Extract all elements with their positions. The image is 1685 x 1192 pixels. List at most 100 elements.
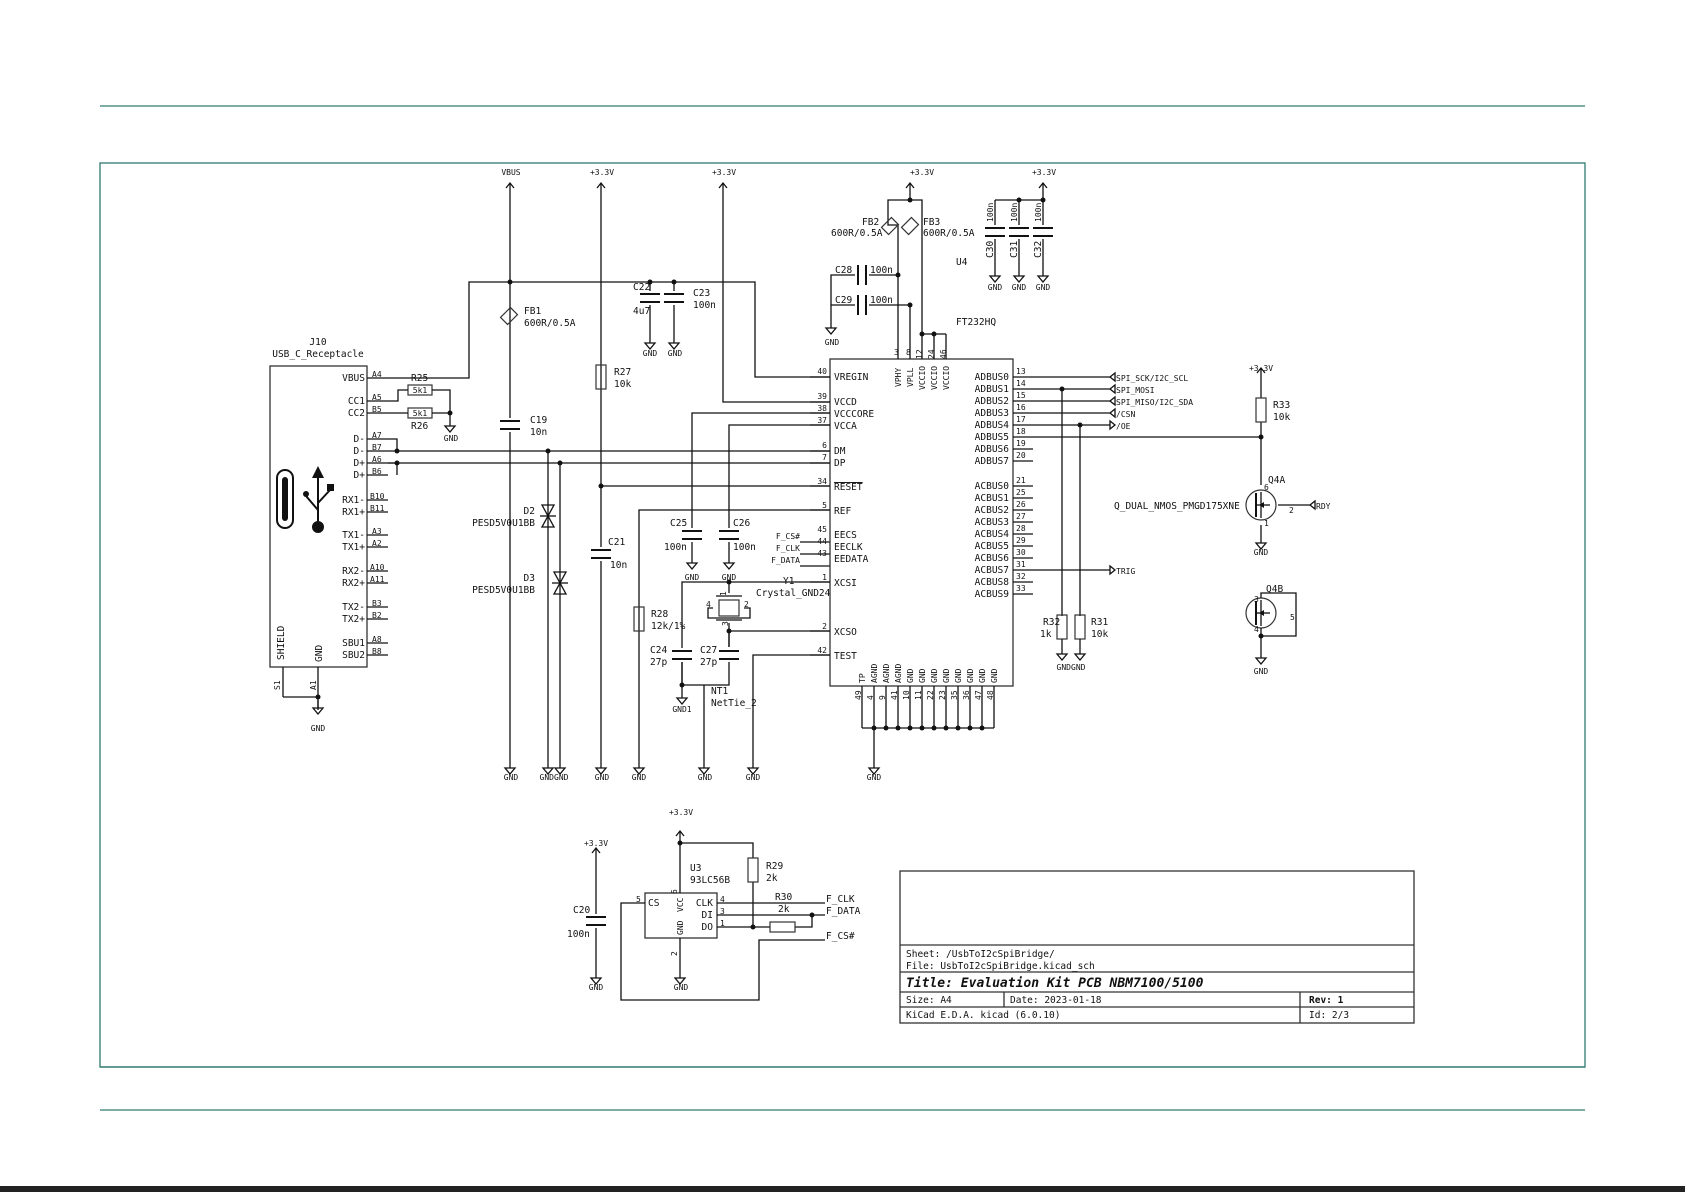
j10-pin-name: TX2- (342, 602, 365, 613)
u3-pin-number: 4 (720, 895, 725, 904)
u4-pin-number: 34 (817, 477, 827, 486)
net-f-cs: F_CS# (776, 532, 800, 541)
u3-pin-name: CS (648, 898, 660, 909)
gnd-label: GND (504, 773, 519, 782)
j10-pin-name: SBU1 (342, 638, 365, 649)
u4-pin-number: 17 (1016, 415, 1026, 424)
u4-pin-name: ACBUS6 (975, 553, 1010, 564)
nt1-value: NetTie_2 (711, 698, 757, 709)
net-rdy: RDY (1316, 502, 1331, 511)
u4-pin-number: 47 (974, 690, 983, 700)
u4-pin-number: 43 (817, 549, 827, 558)
r32-ref: R32 (1043, 617, 1060, 628)
y1-pin: 4 (706, 600, 711, 609)
u3-pin-number: 2 (670, 951, 679, 956)
u3-pin-number: 1 (720, 919, 725, 928)
u4-pin-number: 36 (962, 690, 971, 700)
gnd-label: GND (722, 573, 737, 582)
j10-pin-number: A8 (372, 635, 382, 644)
u4-pin-number: 8 (906, 348, 911, 357)
net-f-data: F_DATA (826, 906, 861, 917)
v33-label: +3.3V (910, 168, 934, 177)
u4-pin-number: 16 (1016, 403, 1026, 412)
u4-pin-name: ACBUS5 (975, 541, 1009, 552)
j10-pin-number: B3 (372, 599, 382, 608)
fb3-value: 600R/0.5A (923, 228, 975, 239)
capacitor-c25: C25 100n (664, 518, 704, 553)
u4-pin-name: ADBUS4 (975, 420, 1010, 431)
y1-pin: 2 (744, 600, 749, 609)
v33-label: +3.3V (584, 839, 608, 848)
u4-pin-name: XCSO (834, 627, 857, 638)
gnd-label: GND (595, 773, 610, 782)
resistor-r33: R33 10k (1255, 397, 1290, 423)
u4-pin-name: ADBUS5 (975, 432, 1009, 443)
u4-pin-name: ADBUS1 (975, 384, 1010, 395)
u4-pin-name: ACBUS8 (975, 577, 1010, 588)
fb1-value: 600R/0.5A (524, 318, 576, 329)
r26-value: 5k1 (413, 409, 428, 418)
ic-u4-ft232hq: FT232HQ U4 VREGIN VCCD VCCCORE VCCA DM D… (817, 257, 1025, 700)
c28-ref: C28 (835, 265, 852, 276)
c25-value: 100n (664, 542, 687, 553)
r28-ref: R28 (651, 609, 668, 620)
u4-pin-number: 28 (1016, 524, 1026, 533)
u4-pin-number: 40 (817, 367, 827, 376)
net-f-clk: F_CLK (826, 894, 855, 905)
resistor-r32: R32 1k (1040, 614, 1068, 640)
u4-pin-name: AGND (894, 664, 903, 683)
q4b-ref: Q4B (1266, 584, 1283, 595)
title-block-size: Size: A4 (906, 995, 952, 1006)
u4-pin-name: AGND (882, 664, 891, 683)
title-block-rev: Rev: 1 (1309, 995, 1344, 1006)
c24-ref: C24 (650, 645, 667, 656)
u4-pin-name: ACBUS9 (975, 589, 1010, 600)
u4-pin-name: VPLL (906, 368, 915, 387)
tvs-diode-d3: D3 PESD5V0U1BB (472, 571, 568, 596)
title-block-tool: KiCad E.D.A. kicad (6.0.10) (906, 1010, 1060, 1021)
r29-value: 2k (766, 873, 778, 884)
capacitor-c24: C24 27p (650, 645, 694, 668)
j10-pin-number: A11 (370, 575, 385, 584)
c29-value: 100n (870, 295, 893, 306)
j10-pin-names: VBUS CC1 CC2 D- D- D+ D+ RX1- RX1+ TX1- … (342, 373, 365, 661)
r31-ref: R31 (1091, 617, 1108, 628)
r27-ref: R27 (614, 367, 631, 378)
r28-value: 12k/1% (651, 621, 686, 632)
resistor-r27: R27 10k (595, 364, 631, 390)
resistor-r31: R31 10k (1074, 614, 1108, 640)
j10-pin-number: A4 (372, 370, 382, 379)
ferrite-fb1: FB1 600R/0.5A (499, 306, 576, 329)
j10-pin-number: B11 (370, 504, 385, 513)
u4-pin-number: 27 (1016, 512, 1026, 521)
capacitor-c19: C19 10n (498, 415, 547, 438)
u4-pin-number: 42 (817, 646, 827, 655)
j10-pin-name: RX1+ (342, 507, 365, 518)
nettie-nt1: NT1 NetTie_2 (711, 686, 757, 709)
q4b-pin: 3 (1254, 595, 1259, 604)
r30-value: 2k (778, 904, 790, 915)
u4-pin-number: 5 (822, 501, 827, 510)
r33-ref: R33 (1273, 400, 1290, 411)
q4a-pin: 2 (1289, 506, 1294, 515)
u3-pin-name: DO (702, 922, 714, 933)
j10-pin-number: A2 (372, 539, 382, 548)
capacitor-c31: C31 100n (1007, 203, 1031, 258)
c31-value: 100n (1010, 203, 1019, 222)
j10-pin-numbers: A4 A5 B5 A7 B7 A6 B6 B10 B11 A3 A2 A10 A… (370, 370, 385, 656)
y1-value: Crystal_GND24 (756, 588, 831, 599)
c31-ref: C31 (1009, 241, 1020, 258)
j10-pin-number: A6 (372, 455, 382, 464)
u4-pin-name: GND (942, 668, 951, 683)
c19-ref: C19 (530, 415, 547, 426)
usb-symbol-icon (276, 466, 334, 533)
q4a-value: Q_DUAL_NMOS_PMGD175XNE (1114, 501, 1240, 512)
net-spi-miso: SPI_MISO/I2C_SDA (1116, 398, 1193, 407)
u4-pin-number: 19 (1016, 439, 1026, 448)
j10-pin-number: B10 (370, 492, 385, 501)
gndgnd-label: GNDGND (540, 773, 569, 782)
crystal-y1: Y1 Crystal_GND24 1 2 3 4 (706, 576, 831, 626)
u4-pin-name: TEST (834, 651, 857, 662)
net-labels: SPI_SCK/I2C_SCL SPI_MOSI SPI_MISO/I2C_SD… (1108, 371, 1193, 576)
